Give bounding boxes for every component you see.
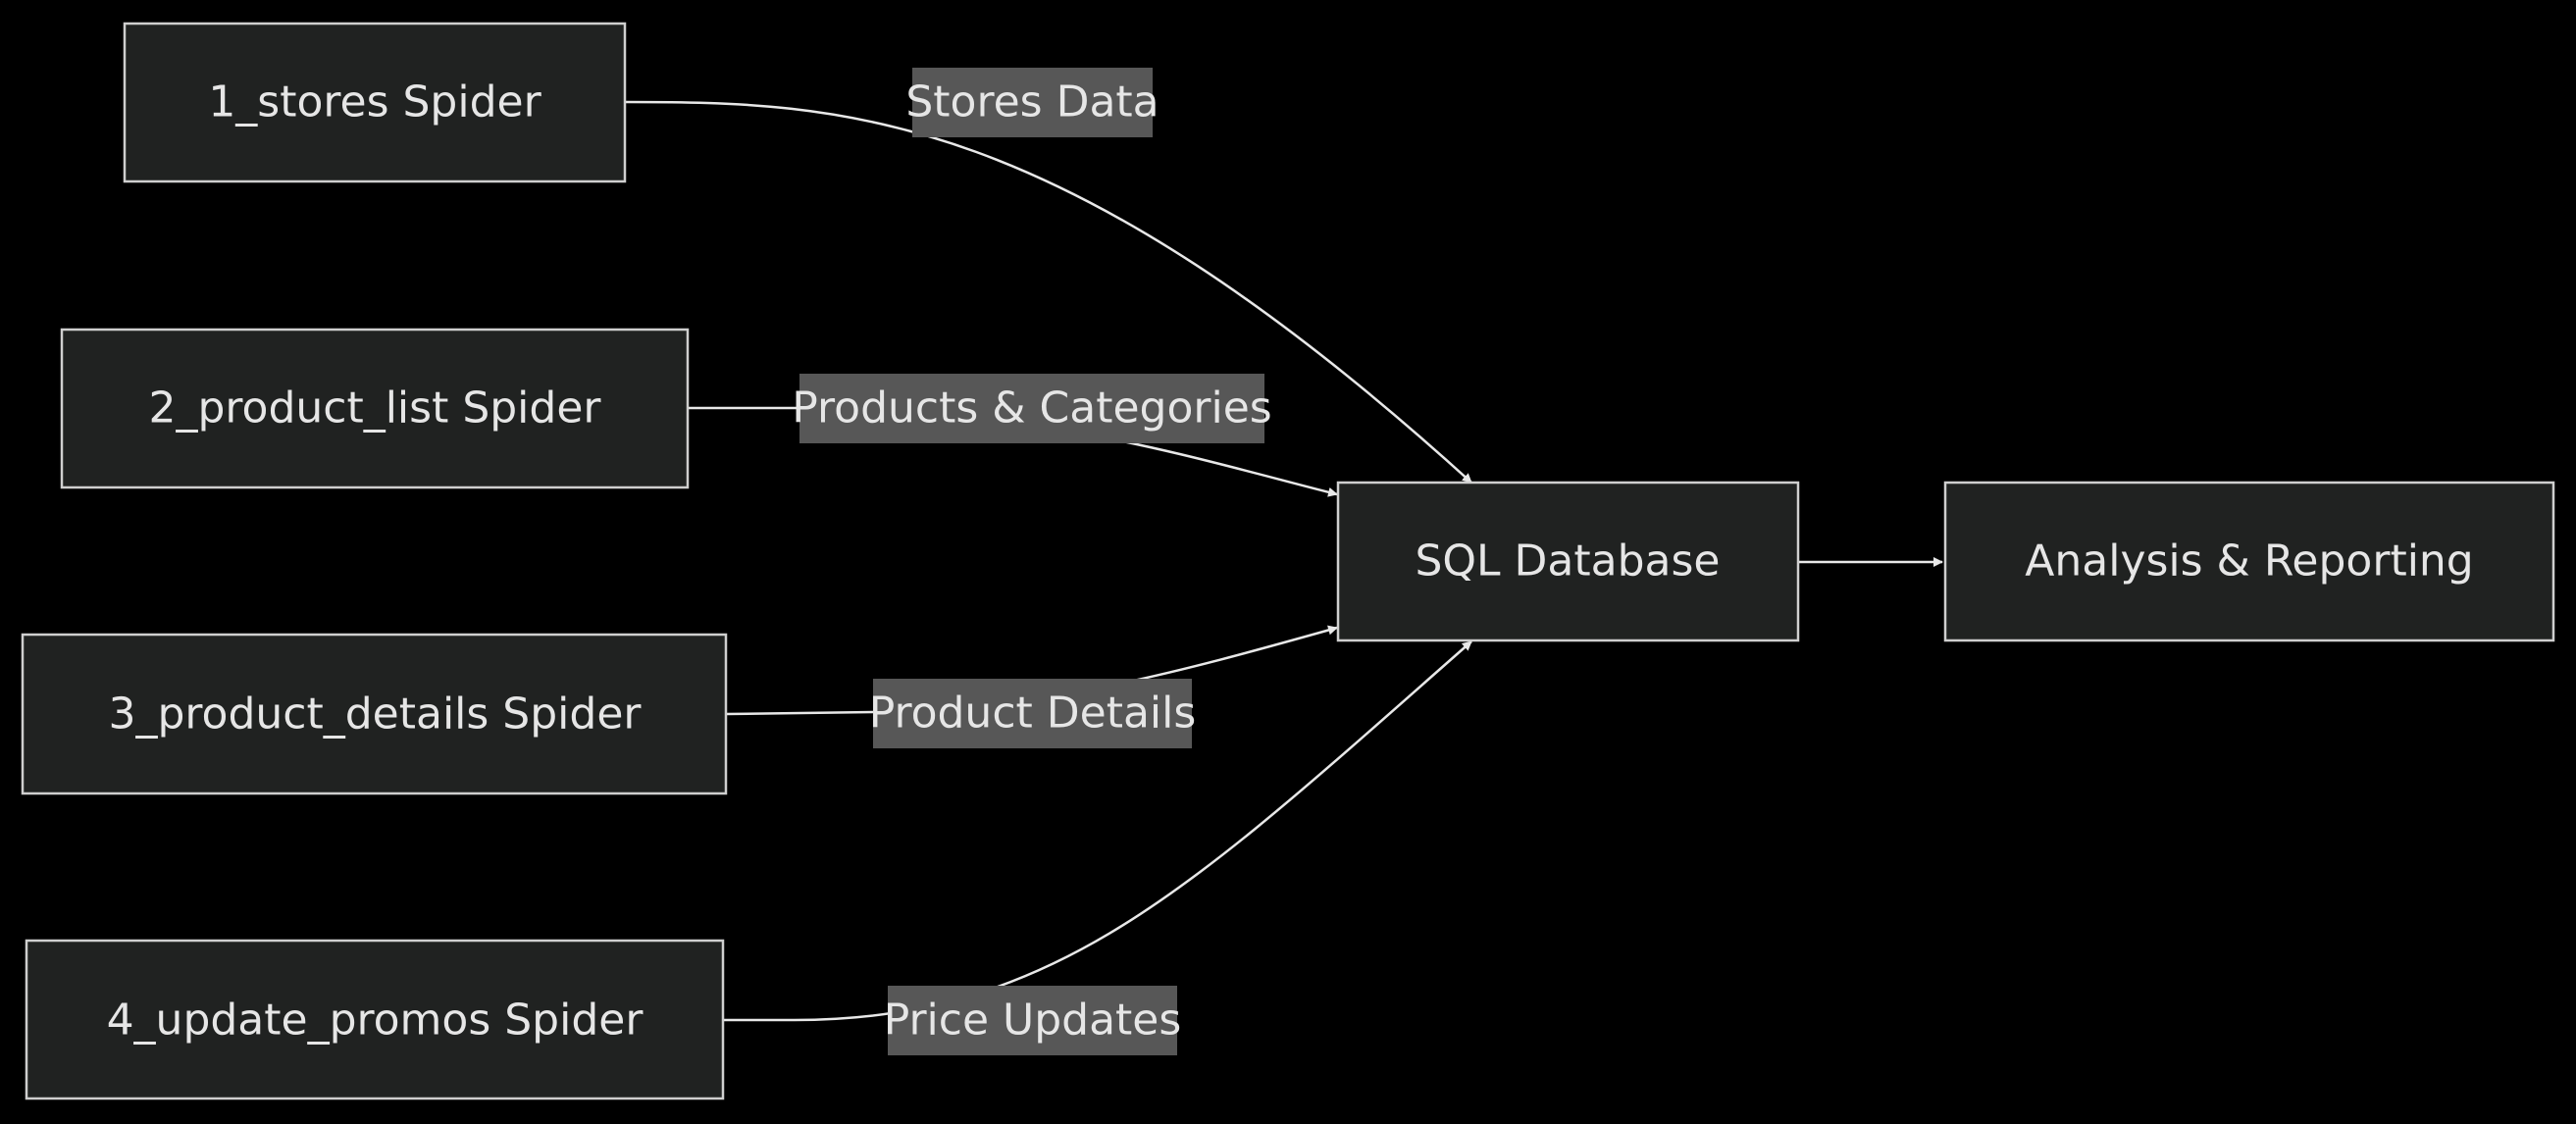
node-update-promos-spider: 4_update_promos Spider xyxy=(25,939,725,1100)
node-label: 4_update_promos Spider xyxy=(107,996,644,1046)
node-product-details-spider: 3_product_details Spider xyxy=(21,633,728,795)
edge-label-products-categories: Products & Categories xyxy=(792,374,1272,443)
edge-update-promos-to-sql xyxy=(723,640,1472,1022)
node-label: SQL Database xyxy=(1415,536,1720,587)
node-label: 1_stores Spider xyxy=(208,77,541,128)
node-label: 2_product_list Spider xyxy=(148,383,601,434)
edge-stores-to-sql xyxy=(624,100,1472,484)
node-label: 3_product_details Spider xyxy=(109,690,643,740)
node-sql-database: SQL Database xyxy=(1336,481,1800,642)
edge-label-text: Price Updates xyxy=(884,996,1182,1046)
edge-label-price-updates: Price Updates xyxy=(884,986,1182,1055)
edge-label-text: Product Details xyxy=(869,689,1197,739)
edge-label-product-details: Product Details xyxy=(869,679,1197,748)
node-stores-spider: 1_stores Spider xyxy=(123,22,627,183)
node-product-list-spider: 2_product_list Spider xyxy=(60,328,690,489)
edge-label-text: Stores Data xyxy=(905,77,1159,128)
node-label: Analysis & Reporting xyxy=(2025,536,2473,587)
node-analysis-reporting: Analysis & Reporting xyxy=(1943,481,2555,642)
edge-label-text: Products & Categories xyxy=(792,383,1271,434)
edge-label-stores-data: Stores Data xyxy=(905,68,1159,137)
